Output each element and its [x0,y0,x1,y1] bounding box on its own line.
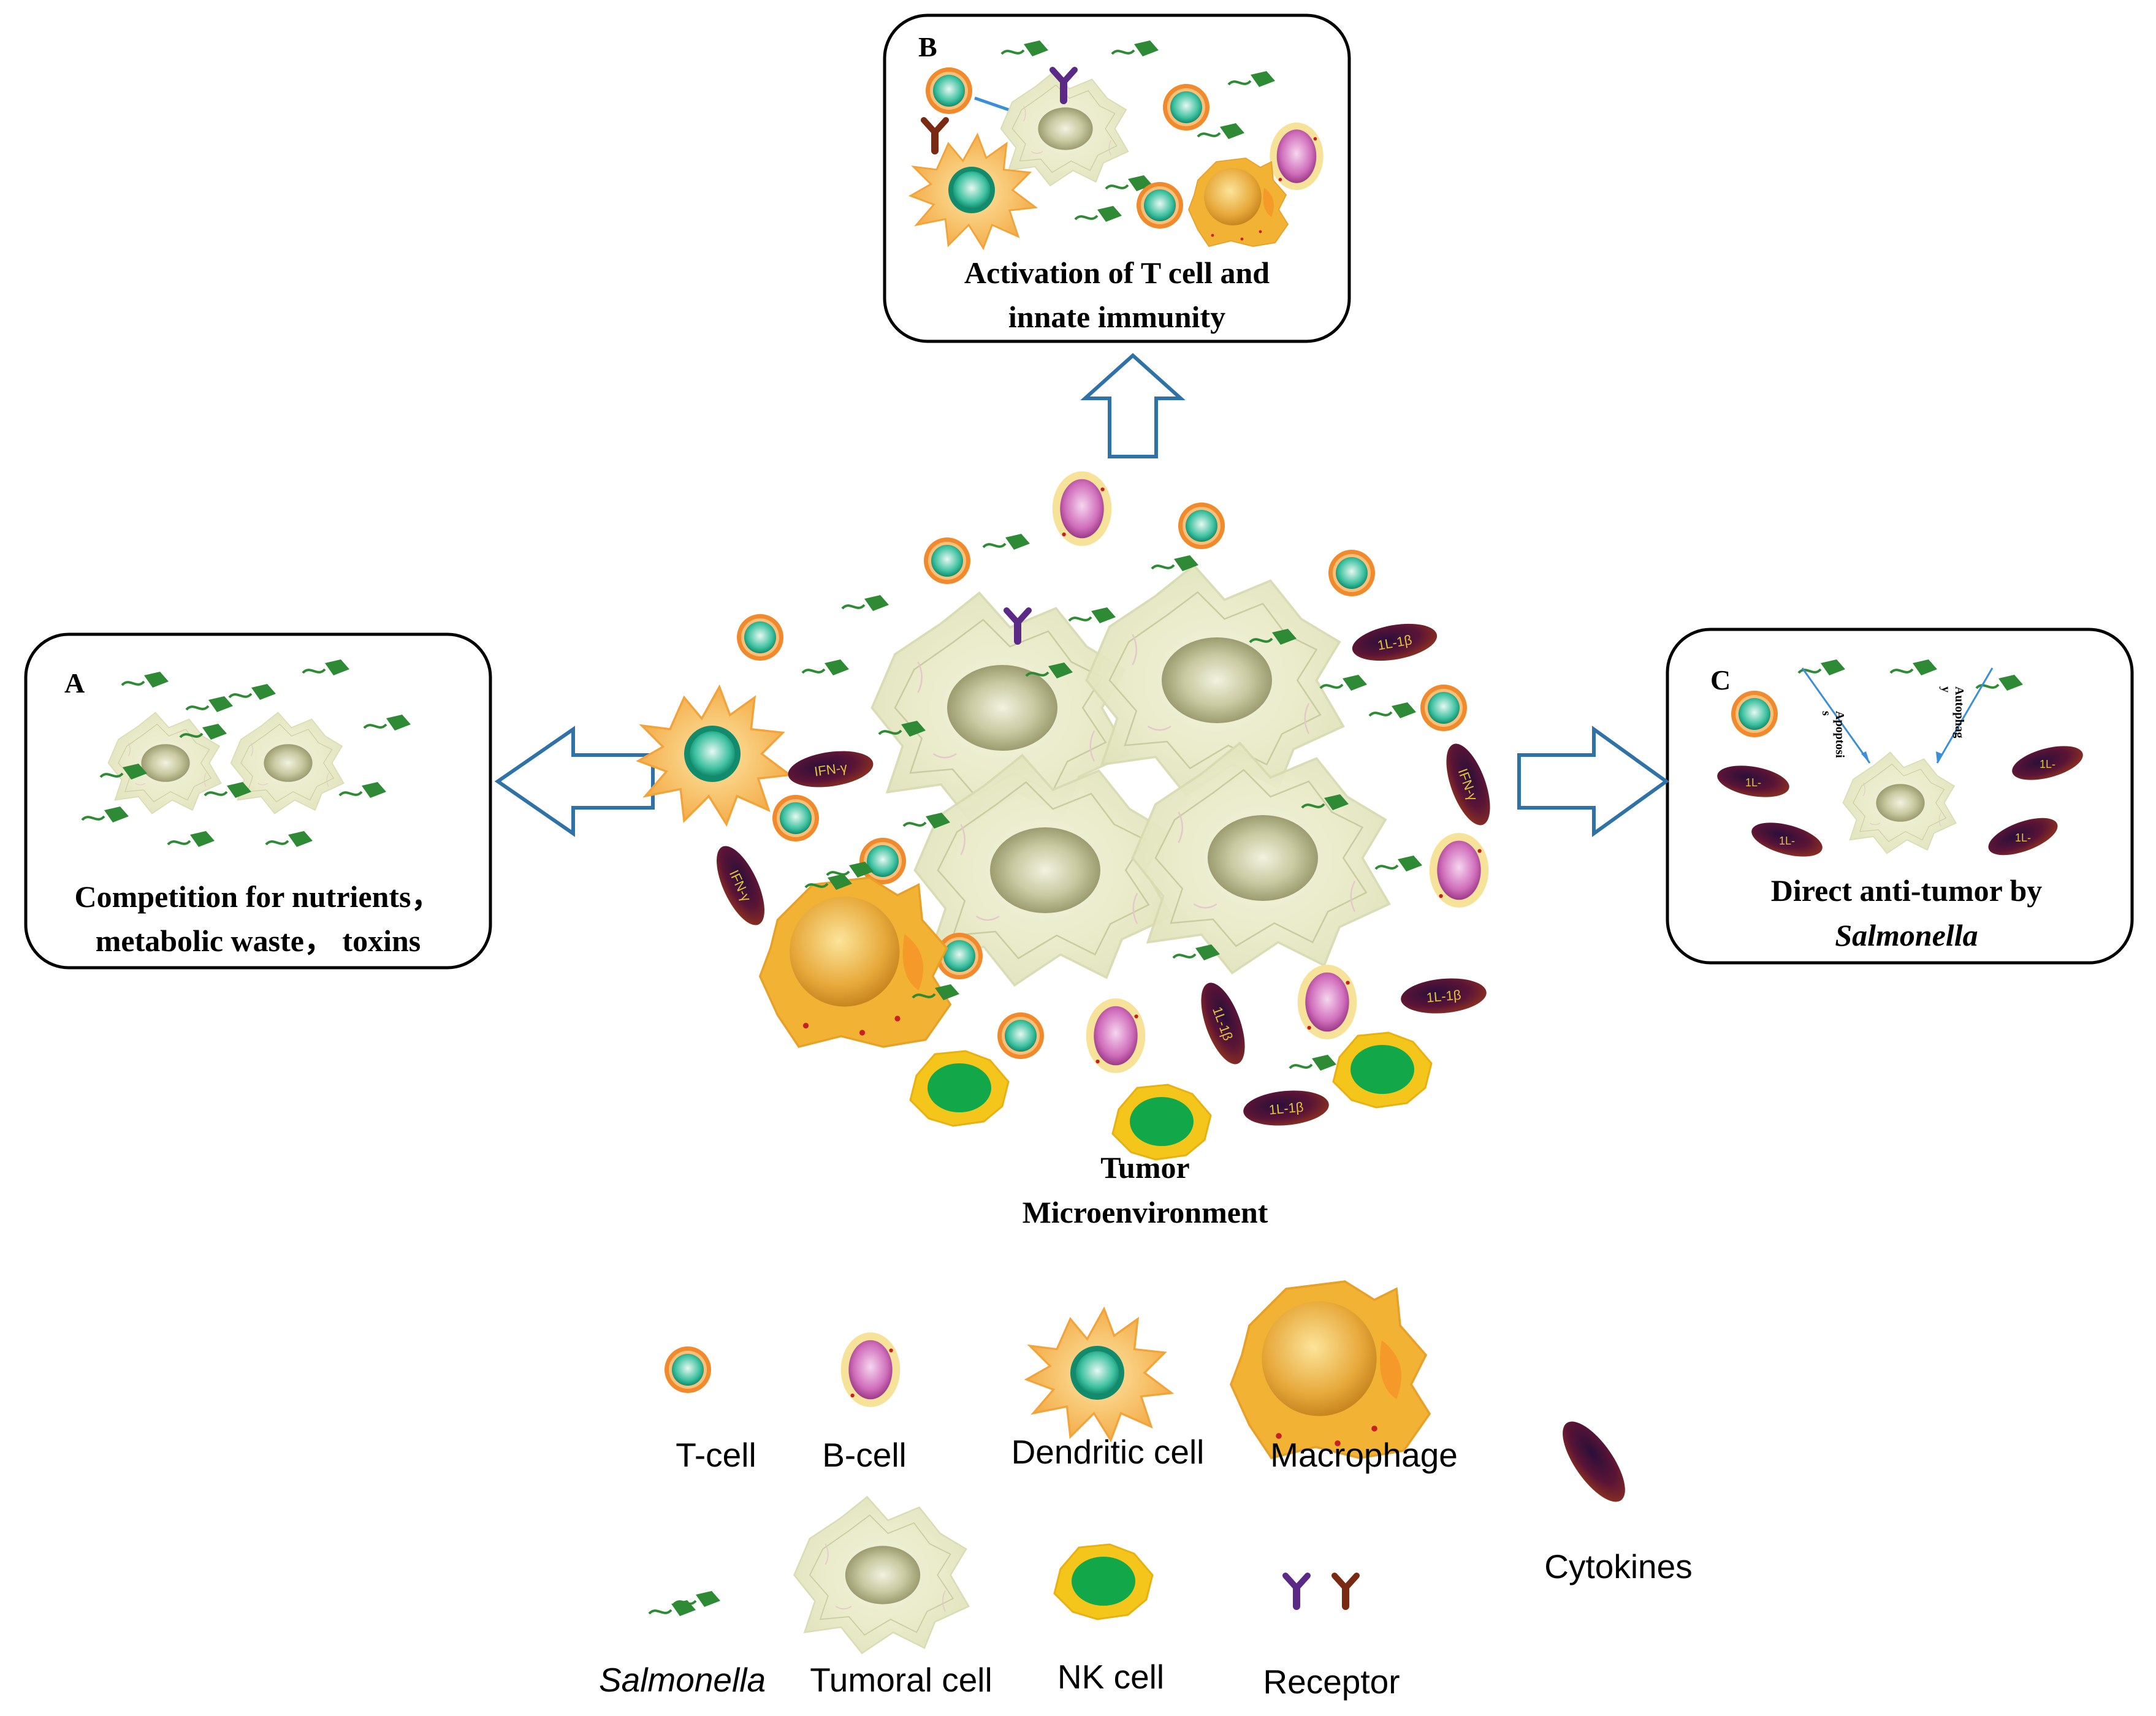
cytokine-label: 1L-1β [1426,987,1462,1006]
legend-label: B-cell [822,1436,907,1474]
legend-item-nk-cell: NK cell [1053,1543,1164,1696]
autophagy-arrow [1936,667,1994,764]
apoptosis-label: Apoptosis [1819,711,1846,758]
panel-b: B Activation of T cell and innate immuni… [883,13,1351,343]
cytokine-label: 1L- [2040,758,2055,770]
panel-b-caption-line1: Activation of T cell and [964,256,1270,290]
panel-a-caption-line1: Competition for nutrients， [74,879,441,914]
legend-item-dendritic-cell: Dendritic cell [1011,1307,1205,1471]
panel-b-caption-line2: innate immunity [1008,300,1225,334]
legend-label: Macrophage [1270,1436,1458,1474]
legend-item-macrophage: Macrophage [1230,1280,1458,1474]
arrow-to-panel-b [1080,352,1186,458]
legend-item-receptor: Receptor [1263,1576,1400,1701]
receptor-brown-icon [1335,1576,1357,1606]
legend-label: Cytokines [1544,1547,1692,1585]
legend-item-t-cell: T-cell [665,1346,756,1474]
legend-item-salmonella: Salmonella [599,1590,766,1699]
tumor-microenvironment-label-line2: Microenvironment [1023,1195,1268,1229]
legend-label: Dendritic cell [1011,1433,1205,1471]
panel-c-caption-line2: Salmonella [1835,918,1978,952]
legend-label: Tumoral cell [810,1661,992,1699]
arrow-to-panel-c [1517,726,1670,837]
cytokine-label: 1L- [2015,832,2031,844]
cytokine-label: 1L- [1779,835,1795,847]
autophagy-label: Autophagy [1939,686,1966,738]
arrow-to-panel-a [494,726,655,837]
panel-a: A Competition for nutrients， metabolic w… [24,632,492,970]
panel-a-box [24,632,492,970]
panel-b-letter: B [918,31,937,63]
tumor-microenvironment: 1L-1β IFN-γ IFN-γ IFN-γ 1L-1β 1L-1β 1L-1… [637,471,1499,1229]
legend-item-tumoral-cell: Tumoral cell [793,1496,992,1699]
panel-c-caption-line1: Direct anti-tumor by [1771,873,2043,908]
legend: T-cell B-cell Dendritic cell Macrophage … [599,1280,1693,1701]
panel-b-box [883,13,1351,343]
panel-a-letter: A [64,667,85,699]
panel-c: C Apoptosis Autophagy 1L- 1L- 1L- 1L- Di… [1666,628,2134,965]
legend-label: NK cell [1057,1658,1164,1696]
apoptosis-arrow [1801,667,1871,764]
legend-item-cytokines: Cytokines [1544,1412,1693,1585]
receptor-purple-icon [1286,1576,1308,1606]
legend-label: T-cell [676,1436,756,1474]
legend-label: Receptor [1263,1663,1400,1701]
tumor-cell [1085,564,1345,797]
cytokine-label: 1L-1β [1268,1099,1305,1118]
tumor-microenvironment-label-line1: Tumor [1100,1150,1189,1185]
legend-item-b-cell: B-cell [822,1332,907,1474]
panel-c-letter: C [1710,664,1731,696]
panel-a-caption-line2: metabolic waste， toxins [96,924,421,958]
legend-label: Salmonella [599,1661,766,1699]
cytokine-label: 1L- [1745,776,1761,789]
